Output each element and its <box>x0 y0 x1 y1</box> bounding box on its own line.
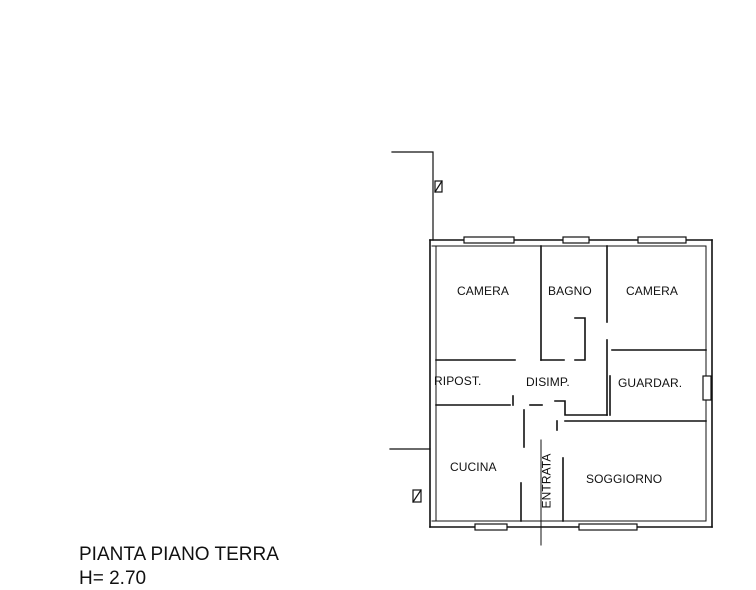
room-label-camera-right: CAMERA <box>626 284 678 298</box>
site-lines <box>389 151 443 503</box>
room-label-guardar: GUARDAR. <box>618 376 683 390</box>
room-label-disimp: DISIMP. <box>526 375 570 389</box>
room-label-entrata: ENTRATA <box>539 453 554 509</box>
room-label-cucina: CUCINA <box>450 460 497 474</box>
interior-walls <box>435 245 707 522</box>
height-note: H= 2.70 <box>79 568 147 589</box>
room-label-ripost: RIPOST. <box>434 374 482 388</box>
room-label-soggiorno: SOGGIORNO <box>586 472 663 486</box>
room-label-camera-left: CAMERA <box>457 284 509 298</box>
windows <box>463 236 712 531</box>
plan-title: PIANTA PIANO TERRA <box>79 544 279 565</box>
room-label-bagno: BAGNO <box>548 284 592 298</box>
